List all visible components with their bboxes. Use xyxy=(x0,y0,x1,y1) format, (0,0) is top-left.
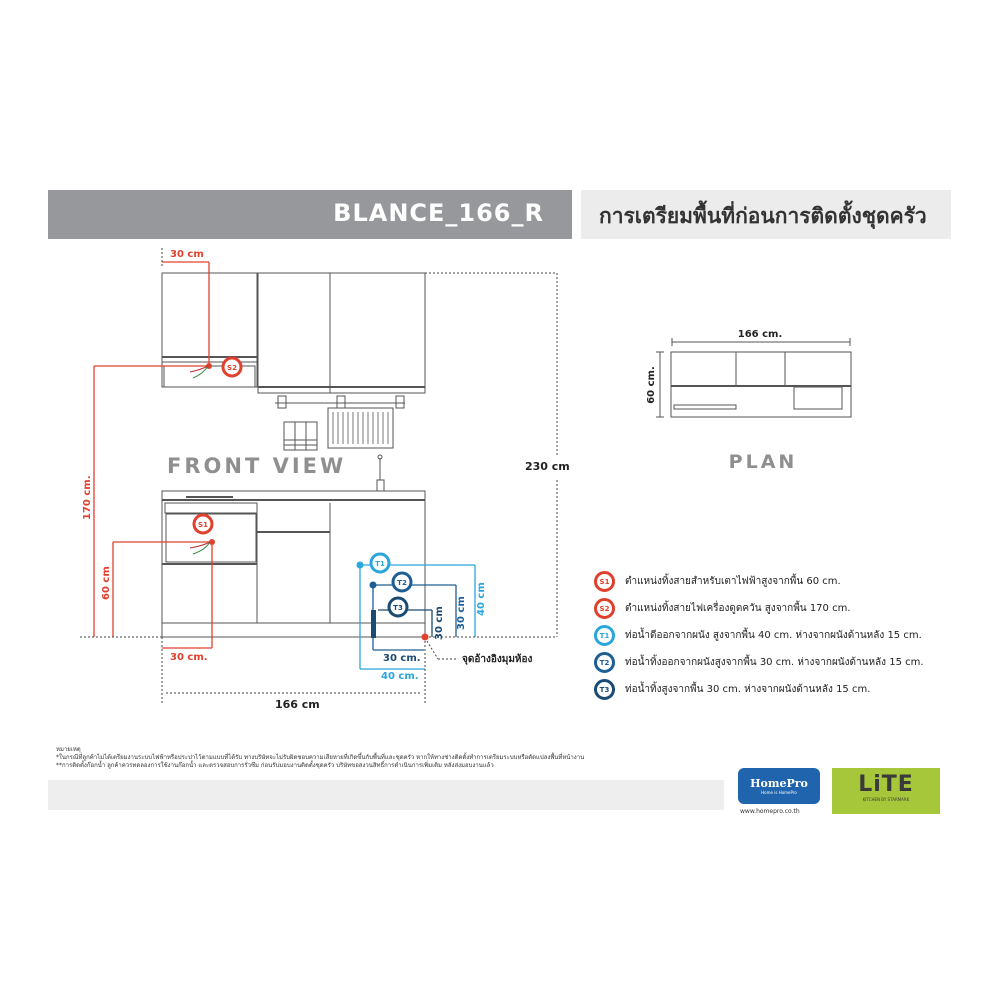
lite-logo: LiTE KITCHEN BY STARMARK xyxy=(832,768,940,814)
homepro-tagline: Home is HomePro xyxy=(761,790,797,795)
t3-badge: T3 xyxy=(594,679,615,700)
svg-text:T1: T1 xyxy=(375,560,385,568)
marker-s1: S1 xyxy=(192,513,214,535)
legend-item-t3: T3 ท่อน้ำทิ้งสูงจากพื้น 30 cm. ห่างจากผน… xyxy=(594,676,924,703)
notes: หมายเหตุ *ในกรณีที่ลูกค้าไม่ได้เตรียมงาน… xyxy=(56,746,584,770)
footer-bar xyxy=(48,780,724,810)
homepro-logo: HomePro Home is HomePro xyxy=(738,768,820,804)
marker-t3: T3 xyxy=(387,596,409,618)
legend-text: ตำแหน่งทิ้งสายสำหรับเตาไฟฟ้าสูงจากพื้น 6… xyxy=(625,576,841,587)
reference-lines xyxy=(80,248,558,705)
electrical-dimensions xyxy=(93,261,213,649)
front-view-label: FRONT VIEW xyxy=(167,454,346,478)
dim-t2-30cm: 30 cm xyxy=(456,596,467,630)
reference-point-label: จุดอ้างอิงมุมห้อง xyxy=(462,653,533,665)
homepro-url: www.homepro.co.th xyxy=(740,808,800,815)
lower-cabinets xyxy=(161,454,426,638)
legend-text: ท่อน้ำดีออกจากผนัง สูงจากพื้น 40 cm. ห่า… xyxy=(625,630,922,641)
dim-60cm: 60 cm xyxy=(101,566,112,600)
s2-badge: S2 xyxy=(594,598,615,619)
dim-30cm-top: 30 cm xyxy=(170,249,204,260)
dim-30cm-bottom: 30 cm. xyxy=(170,652,208,663)
svg-text:T2: T2 xyxy=(397,579,407,587)
model-header: BLANCE_166_R xyxy=(48,190,572,239)
marker-t2: T2 xyxy=(391,571,413,593)
legend-text: ท่อน้ำทิ้งสูงจากพื้น 30 cm. ห่างจากผนังด… xyxy=(625,684,871,695)
page-title: การเตรียมพื้นที่ก่อนการติดตั้งชุดครัว xyxy=(599,204,927,228)
legend-item-t2: T2 ท่อน้ำทิ้งออกจากผนังสูงจากพื้น 30 cm.… xyxy=(594,649,924,676)
homepro-name: HomePro xyxy=(750,777,808,790)
lite-tagline: KITCHEN BY STARMARK xyxy=(862,797,910,802)
marker-t1: T1 xyxy=(369,552,391,574)
svg-text:S1: S1 xyxy=(198,521,208,529)
notes-line-1: *ในกรณีที่ลูกค้าไม่ได้เตรียมงานระบบไฟฟ้า… xyxy=(56,754,585,761)
dim-170cm: 170 cm. xyxy=(82,475,93,520)
plan-drawing xyxy=(656,338,852,418)
dim-230cm: 230 cm xyxy=(525,460,570,473)
legend-item-s2: S2 ตำแหน่งทิ้งสายไฟเครื่องดูดควัน สูงจาก… xyxy=(594,595,924,622)
marker-s2: S2 xyxy=(221,356,243,378)
model-name: BLANCE_166_R xyxy=(333,199,544,227)
dim-t1-40cm: 40 cm xyxy=(476,582,487,616)
legend-item-s1: S1 ตำแหน่งทิ้งสายสำหรับเตาไฟฟ้าสูงจากพื้… xyxy=(594,568,924,595)
svg-text:T3: T3 xyxy=(393,604,403,612)
legend-text: ตำแหน่งทิ้งสายไฟเครื่องดูดควัน สูงจากพื้… xyxy=(625,603,851,614)
plan-label: PLAN xyxy=(729,451,798,473)
plan-width: 166 cm. xyxy=(738,329,783,340)
svg-text:S2: S2 xyxy=(227,364,237,372)
dim-horiz-30cm: 30 cm. xyxy=(383,653,421,664)
plan-depth: 60 cm. xyxy=(646,366,657,404)
legend: S1 ตำแหน่งทิ้งสายสำหรับเตาไฟฟ้าสูงจากพื้… xyxy=(594,568,924,703)
upper-cabinets xyxy=(161,272,426,394)
notes-heading: หมายเหตุ xyxy=(56,746,81,753)
dish-rack xyxy=(275,395,405,451)
s1-badge: S1 xyxy=(594,571,615,592)
legend-text: ท่อน้ำทิ้งออกจากผนังสูงจากพื้น 30 cm. ห่… xyxy=(625,657,924,668)
dim-horiz-40cm: 40 cm. xyxy=(381,671,419,682)
title-header: การเตรียมพื้นที่ก่อนการติดตั้งชุดครัว xyxy=(581,190,951,239)
notes-line-2: **การติดตั้งก๊อกน้ำ ลูกค้าควรทดลองการใช้… xyxy=(56,762,494,769)
t1-badge: T1 xyxy=(594,625,615,646)
lite-name: LiTE xyxy=(858,772,914,797)
dim-t3-30cm: 30 cm xyxy=(434,606,445,640)
dim-166cm: 166 cm xyxy=(275,698,320,711)
legend-item-t1: T1 ท่อน้ำดีออกจากผนัง สูงจากพื้น 40 cm. … xyxy=(594,622,924,649)
plumbing-dimensions xyxy=(359,564,476,670)
t2-badge: T2 xyxy=(594,652,615,673)
